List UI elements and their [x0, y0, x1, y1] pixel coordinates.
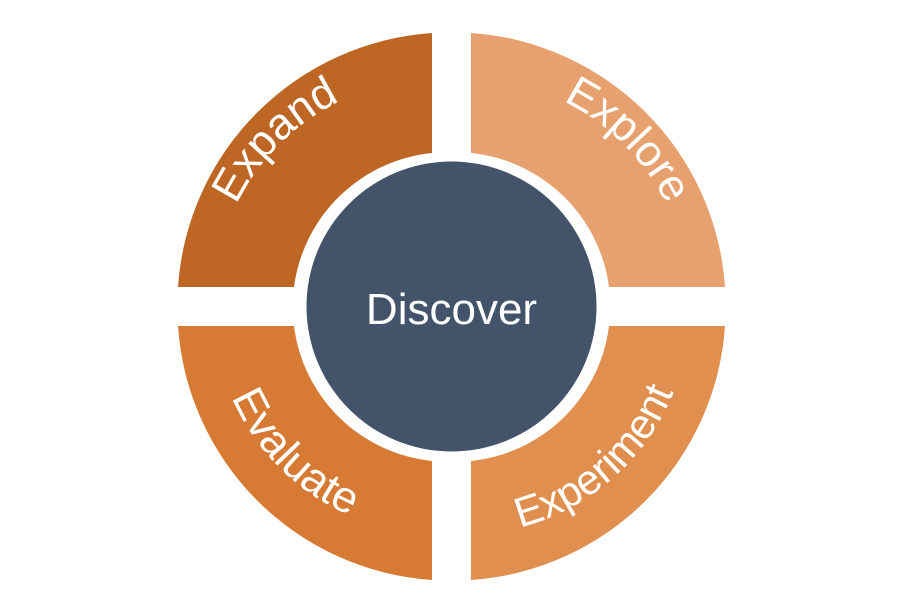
center-circle	[306, 161, 597, 452]
center-label: Discover	[366, 285, 537, 334]
segment-evaluate	[178, 326, 432, 580]
segment-expand	[178, 33, 432, 287]
segment-explore	[471, 33, 725, 287]
segment-experiment	[471, 326, 725, 580]
